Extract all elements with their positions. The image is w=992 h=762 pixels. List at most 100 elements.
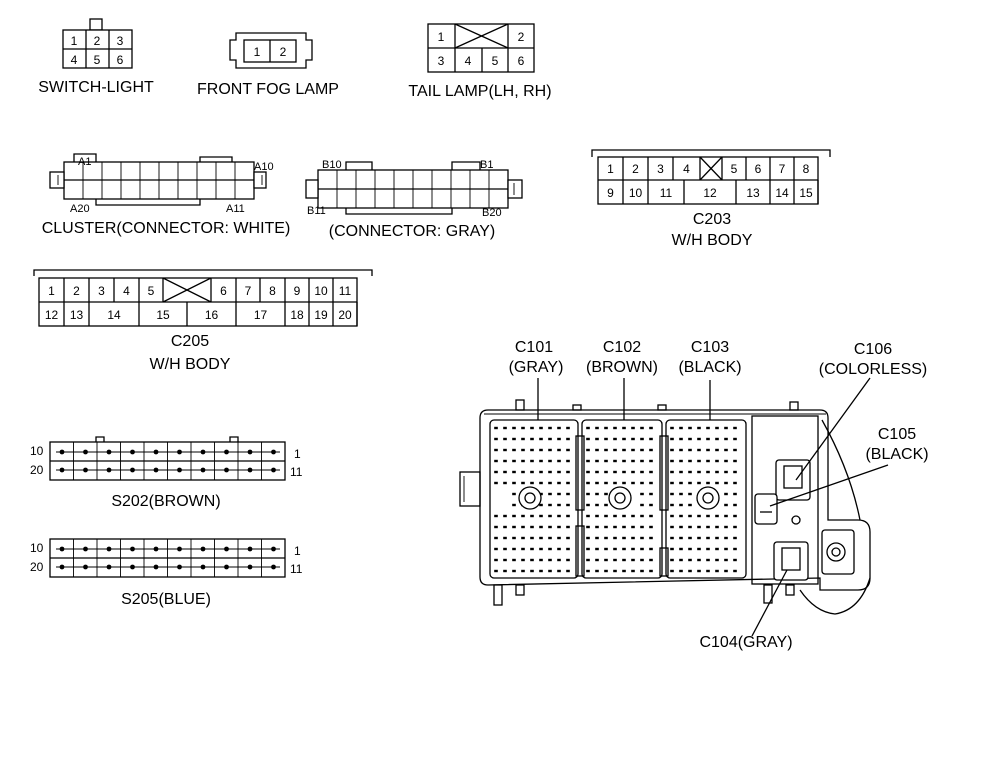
tail-lamp-label: TAIL LAMP(LH, RH) [408,83,551,100]
c205-pin: 6 [220,284,227,298]
c205-pin: 17 [254,308,268,322]
c203-pin: 13 [746,186,760,200]
c103-color: (BLACK) [678,359,741,376]
switch-light-label: SWITCH-LIGHT [38,79,154,96]
c203-pin: 2 [632,162,639,176]
cluster-gray-corner: B10 [322,159,342,171]
switch-light-pin: 1 [71,34,78,48]
s205-pin-label: 11 [290,562,303,576]
c205-pin: 11 [339,284,352,298]
c103-callout: C103 [691,339,729,356]
cluster-gray-corner: B20 [482,207,502,219]
c102-callout: C102 [603,339,641,356]
cluster-white-corner: A1 [78,156,91,168]
c205-pin: 12 [45,308,59,322]
c205-pin: 16 [205,308,219,322]
cluster-white-connector: A1 A10 A20 A11 [49,153,274,215]
c203-pin: 9 [607,186,614,200]
tail-lamp-pin: 5 [492,54,499,68]
s202-pin-label: 11 [290,465,303,479]
c102-color: (BROWN) [586,359,658,376]
c205-pin: 18 [290,308,304,322]
cluster-gray-connector: B10 B1 B11 B20 [305,159,523,219]
c105-callout: C105 [878,426,916,443]
c203-pin: 14 [775,186,789,200]
tail-lamp-pin: 1 [438,30,445,44]
junction-block [459,399,871,615]
c205-pin: 2 [73,284,80,298]
cluster-white-corner: A10 [254,161,274,173]
front-fog-lamp-label: FRONT FOG LAMP [197,81,339,98]
c203-pin: 3 [657,162,664,176]
c203-pin: 4 [683,162,690,176]
tail-lamp-pin: 3 [438,54,445,68]
cluster-gray-corner: B11 [307,205,326,217]
c203-pin: 8 [803,162,810,176]
c101-callout: C101 [515,339,553,356]
switch-light-pin: 2 [94,34,101,48]
c105-leader [769,464,889,507]
c106-leader [795,377,871,481]
c205-pin: 10 [314,284,328,298]
s205-pin-label: 10 [30,541,44,555]
s205-connector: 10 20 1 11 [30,538,303,578]
c106-color: (COLORLESS) [819,361,927,378]
c205-sub-label: W/H BODY [150,356,231,373]
c203-pin: 1 [607,162,614,176]
front-fog-lamp-connector: 1 2 [229,32,313,69]
cluster-white-label: CLUSTER(CONNECTOR: WHITE) [42,220,291,237]
switch-light-pin: 4 [71,53,78,67]
c203-pin: 11 [660,186,673,200]
s202-connector: 10 20 1 11 [30,436,303,481]
c104-callout: C104(GRAY) [699,634,792,651]
c205-pin: 4 [123,284,130,298]
c205-pin: 5 [148,284,155,298]
c203-sub-label: W/H BODY [672,232,753,249]
switch-light-connector: 1 2 3 4 5 6 [62,18,133,69]
switch-light-pin: 3 [117,34,124,48]
s202-pin-label: 1 [294,447,301,461]
cluster-gray-corner: B1 [480,159,493,171]
fog-lamp-pin: 1 [254,45,261,59]
c205-pin: 13 [70,308,84,322]
tail-lamp-pin: 4 [465,54,472,68]
c205-pin: 7 [245,284,252,298]
c205-pin: 20 [338,308,352,322]
s202-pin-label: 20 [30,463,44,477]
c203-pin: 10 [629,186,643,200]
c205-pin: 15 [156,308,170,322]
c106-callout: C106 [854,341,892,358]
cluster-white-corner: A20 [70,203,90,215]
cluster-gray-label: (CONNECTOR: GRAY) [329,223,496,240]
c205-pin: 19 [314,308,328,322]
switch-light-pin: 5 [94,53,101,67]
c205-pin: 3 [98,284,105,298]
c205-pin: 9 [294,284,301,298]
c205-label: C205 [171,333,209,350]
c203-pin: 12 [703,186,717,200]
c203-pin: 6 [755,162,762,176]
c101-color: (GRAY) [509,359,564,376]
s202-pin-label: 10 [30,444,44,458]
fog-lamp-pin: 2 [280,45,287,59]
c105-color: (BLACK) [865,446,928,463]
tail-lamp-connector: 1 2 3 4 5 6 [427,23,535,73]
c203-pin: 7 [779,162,786,176]
cluster-white-corner: A11 [226,203,245,215]
c203-label: C203 [693,211,731,228]
s205-pin-label: 20 [30,560,44,574]
c203-pin: 15 [799,186,813,200]
s205-label: S205(BLUE) [121,591,211,608]
s202-label: S202(BROWN) [111,493,220,510]
c205-pin: 8 [269,284,276,298]
tail-lamp-pin: 6 [518,54,525,68]
c104-leader [751,569,788,637]
switch-light-pin: 6 [117,53,124,67]
c205-pin: 14 [107,308,121,322]
c205-pin: 1 [48,284,55,298]
c203-pin: 5 [731,162,738,176]
s205-pin-label: 1 [294,544,301,558]
